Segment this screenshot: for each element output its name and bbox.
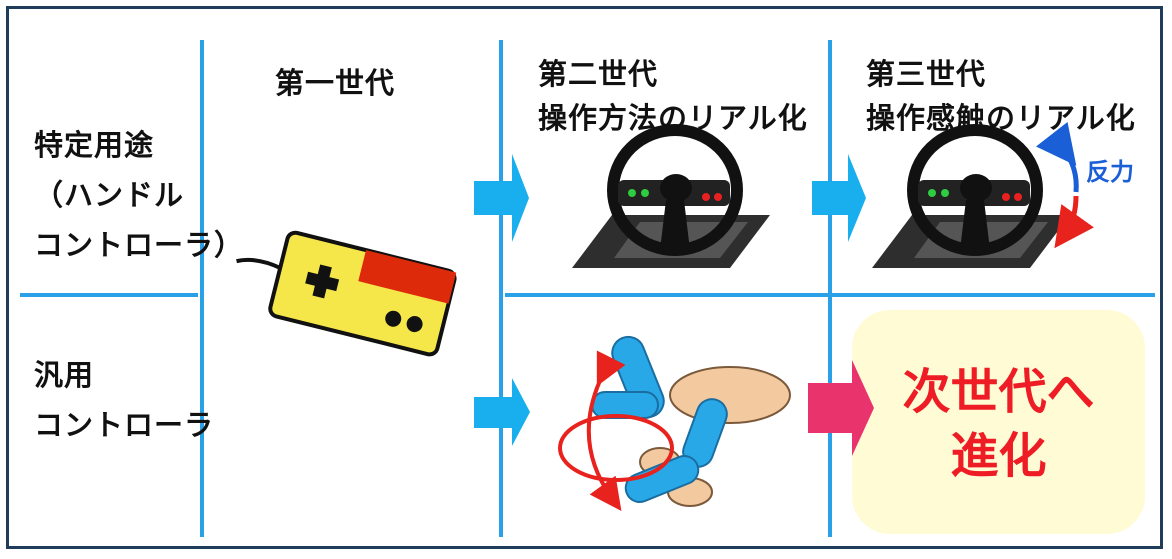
arrow-right-pink-icon	[808, 360, 874, 456]
row-label-specific-line3: コントローラ）	[34, 228, 245, 262]
column-header-gen2-line1: 第二世代	[538, 57, 659, 91]
grid-line-vertical-1	[200, 40, 204, 537]
next-generation-line2: 進化	[950, 428, 1047, 484]
force-feedback-steering-wheel-icon	[872, 121, 1094, 268]
row-label-specific: 特定用途 （ハンドル コントローラ）	[34, 120, 244, 270]
row-label-general-line1: 汎用	[34, 358, 95, 392]
motion-controller-hand-icon	[558, 335, 791, 511]
row-label-specific-line2: （ハンドル	[34, 178, 185, 212]
grid-line-vertical-2	[499, 40, 503, 537]
next-generation-line1: 次世代へ	[902, 364, 1095, 420]
force-label: 反力	[1086, 158, 1134, 186]
arrow-right-icon	[474, 154, 529, 242]
column-header-gen1: 第一世代	[275, 58, 395, 108]
grid-line-vertical-3	[828, 40, 832, 537]
next-generation-text: 次世代へ 進化	[852, 360, 1145, 488]
row-label-general-line2: コントローラ	[34, 408, 215, 442]
steering-wheel-icon	[572, 124, 770, 268]
arrow-right-icon	[812, 154, 866, 242]
grid-line-horizontal-left	[20, 293, 198, 297]
column-header-gen1-line1: 第一世代	[275, 66, 396, 100]
row-label-general: 汎用 コントローラ	[34, 350, 214, 450]
grid-line-horizontal-right	[505, 293, 1155, 297]
row-label-specific-line1: 特定用途	[34, 128, 155, 162]
next-generation-box	[852, 310, 1145, 534]
gamepad-icon	[236, 230, 457, 357]
column-header-gen3-line1: 第三世代	[866, 57, 987, 91]
arrow-right-icon	[474, 378, 530, 446]
